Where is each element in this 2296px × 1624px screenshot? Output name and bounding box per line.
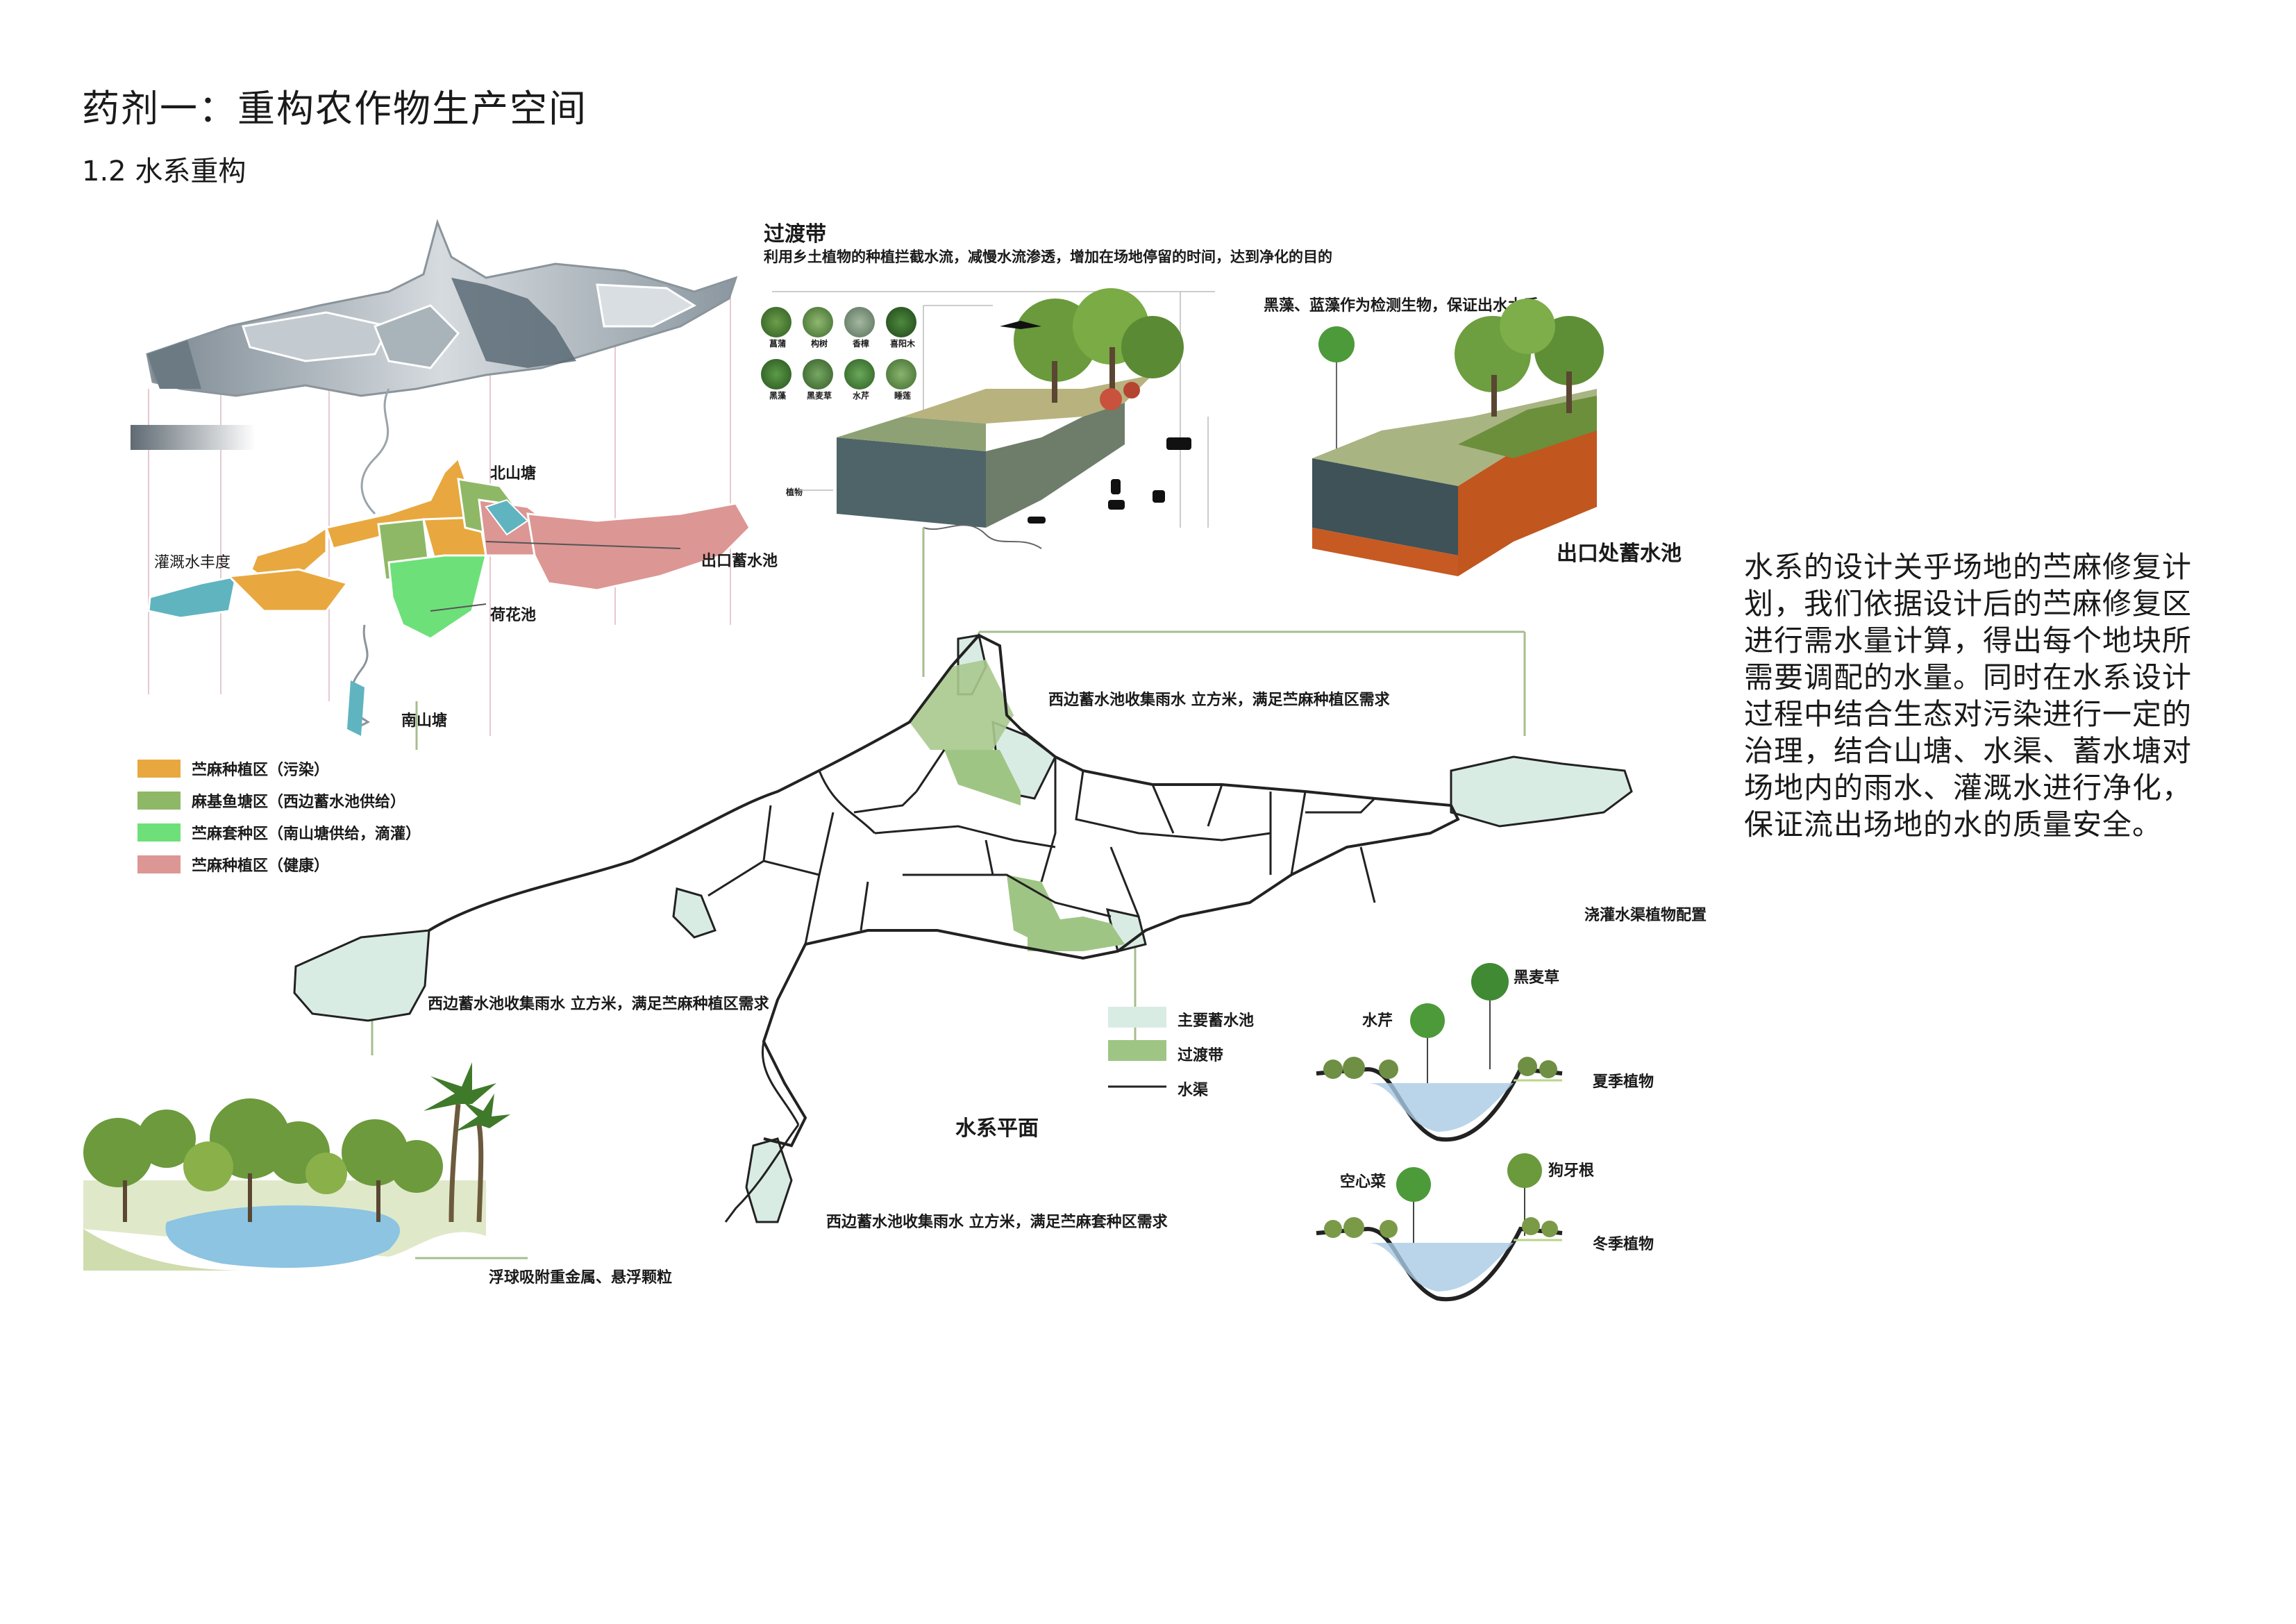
outlet-pool-title: 出口处蓄水池 xyxy=(1557,542,1682,566)
zone-legend: 苎麻种植区（污染） 麻基鱼塘区（西边蓄水池供给） 苎麻套种区（南山塘供给，滴灌）… xyxy=(137,753,421,880)
plant-thumb xyxy=(886,359,916,390)
plan-title: 水系平面 xyxy=(955,1116,1039,1141)
plant-thumb xyxy=(886,307,916,337)
section-subtitle: 1.2 水系重构 xyxy=(82,156,246,187)
plant-label: 香樟 xyxy=(852,339,869,349)
label-irrigation: 灌溉水丰度 xyxy=(154,554,231,571)
plant-thumb xyxy=(844,307,875,337)
winter-label: 冬季植物 xyxy=(1593,1236,1654,1253)
label-north-pond: 北山塘 xyxy=(490,465,537,483)
page-title: 药剂一：重构农作物生产空间 xyxy=(82,87,587,131)
plan-label-bottom: 西边蓄水池收集雨水 立方米，满足苎麻套种区需求 xyxy=(826,1214,1168,1231)
legend-label: 苎麻套种区（南山塘供给，滴灌） xyxy=(192,826,421,843)
description-paragraph: 水系的设计关乎场地的苎麻修复计划，我们依据设计后的苎麻修复区进行需水量计算，得出… xyxy=(1744,550,2193,842)
legend-item: 麻基鱼塘区（西边蓄水池供给） xyxy=(137,785,421,817)
legend-swatch-fishpond xyxy=(137,792,181,810)
summer-plant-a: 水芹 xyxy=(1362,1012,1393,1030)
label-lotus-pond: 荷花池 xyxy=(490,607,537,624)
plan-legend-storage: 主要蓄水池 xyxy=(1178,1012,1255,1030)
winter-plant-a: 空心菜 xyxy=(1340,1173,1386,1191)
plant-thumb xyxy=(761,307,791,337)
legend-label: 苎麻种植区（健康） xyxy=(192,857,330,875)
plan-label-left: 西边蓄水池收集雨水 立方米，满足苎麻种植区需求 xyxy=(428,996,769,1013)
plant-label: 构树 xyxy=(810,339,828,349)
transition-desc: 利用乡土植物的种植拦截水流，减慢水流渗透，增加在场地停留的时间，达到净化的目的 xyxy=(764,249,1332,265)
plant-label: 黑藻 xyxy=(769,391,786,401)
summer-plant-b: 黑麦草 xyxy=(1514,969,1560,987)
pond-caption: 浮球吸附重金属、悬浮颗粒 xyxy=(489,1269,673,1287)
legend-item: 苎麻种植区（污染） xyxy=(137,753,421,785)
legend-item: 苎麻种植区（健康） xyxy=(137,848,421,880)
plant-label: 水芹 xyxy=(852,391,869,401)
winter-plant-b: 狗牙根 xyxy=(1548,1162,1595,1180)
plant-label: 喜阳木 xyxy=(889,339,915,349)
legend-item: 苎麻套种区（南山塘供给，滴灌） xyxy=(137,817,421,848)
legend-swatch-polluted xyxy=(137,760,181,778)
plant-label: 睡莲 xyxy=(894,391,911,401)
plan-label-top: 西边蓄水池收集雨水 立方米，满足苎麻种植区需求 xyxy=(1048,692,1390,709)
plant-thumb xyxy=(803,359,833,390)
plant-thumb xyxy=(761,359,791,390)
legend-swatch-healthy xyxy=(137,855,181,873)
channel-title: 浇灌水渠植物配置 xyxy=(1584,907,1707,924)
summer-label: 夏季植物 xyxy=(1593,1073,1654,1091)
plant-grid: 菖蒲 构树 香樟 喜阳木 黑藻 黑麦草 水芹 睡莲 xyxy=(761,307,921,401)
outlet-desc: 黑藻、蓝藻作为检测生物，保证出水水质 xyxy=(1264,297,1539,315)
transition-title: 过渡带 xyxy=(764,222,826,246)
plant-label: 黑麦草 xyxy=(806,391,832,401)
plan-legend-channel: 水渠 xyxy=(1178,1082,1209,1099)
label-south-pond: 南山塘 xyxy=(401,712,448,730)
plant-thumb xyxy=(803,307,833,337)
label-outlet-pool: 出口蓄水池 xyxy=(701,553,778,570)
legend-swatch-intercrop xyxy=(137,823,181,842)
plan-legend-transition: 过渡带 xyxy=(1178,1047,1224,1064)
plant-label: 菖蒲 xyxy=(769,339,786,349)
plant-thumb xyxy=(844,359,875,390)
legend-label: 麻基鱼塘区（西边蓄水池供给） xyxy=(192,794,406,811)
legend-label: 苎麻种植区（污染） xyxy=(192,762,330,779)
